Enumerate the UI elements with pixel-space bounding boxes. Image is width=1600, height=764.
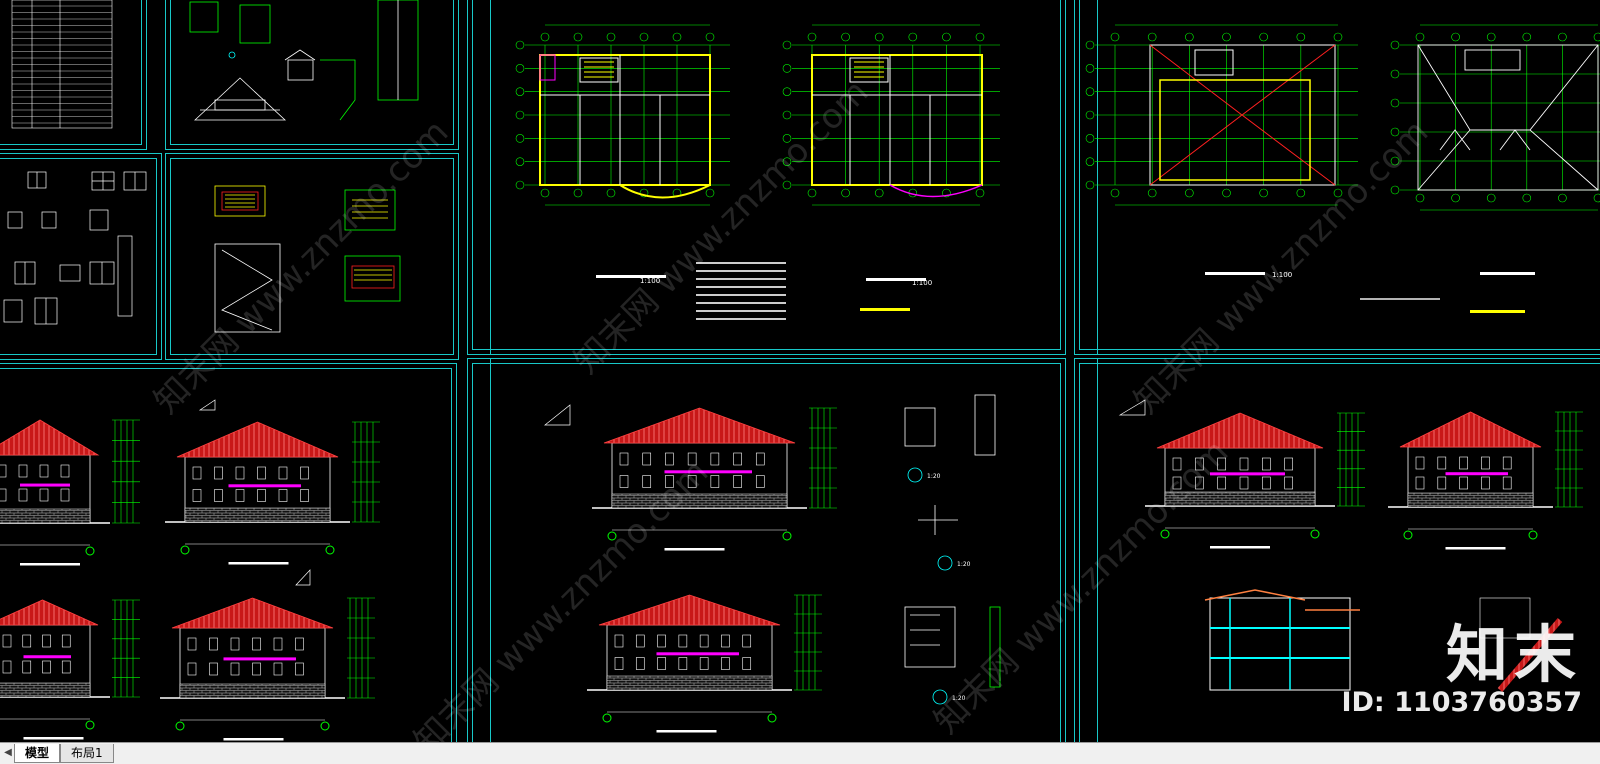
layout-tab-bar: ◀ 模型 布局1 (0, 742, 1600, 764)
detail-1-label: 1:20 (927, 473, 941, 480)
elevation (0, 419, 140, 566)
floor-plan-notes (596, 262, 926, 320)
plan2-scale-label: 1:100 (912, 279, 932, 287)
roof-plan-2 (1390, 24, 1600, 211)
elevation-drawings (0, 399, 1583, 741)
cad-drawing: 1:100 1:100 1:100 (0, 0, 1600, 741)
site-watermark: 知末 ID: 1103760357 (1341, 622, 1582, 718)
detail-drawings-middle (904, 394, 1001, 705)
building-section (1204, 589, 1563, 692)
floor-plan-1 (515, 24, 730, 206)
detail-3-label: 1:20 (952, 695, 966, 702)
elevation (592, 407, 837, 551)
elevation (0, 599, 140, 740)
elevation (1388, 411, 1583, 550)
sheet-frame-elevations-left (0, 363, 457, 742)
elevation (160, 597, 375, 741)
roof-scale-label: 1:100 (1272, 271, 1292, 279)
plan1-scale-label: 1:100 (640, 277, 660, 285)
window-details (3, 171, 147, 325)
sheet-frame-windows (0, 153, 162, 360)
sheet-frame-details-top (165, 0, 459, 150)
elevation (165, 421, 380, 565)
sheet-frame-stairs (165, 153, 459, 360)
sheet-frame-floor-plans (467, 0, 1066, 355)
detail-2-label: 1:20 (957, 561, 971, 568)
floor-plan-2 (782, 24, 1000, 206)
cad-model-viewport[interactable]: 1:100 1:100 1:100 (0, 0, 1600, 742)
tab-model[interactable]: 模型 (14, 744, 61, 763)
tab-scroll-left-icon[interactable]: ◀ (4, 747, 12, 758)
sheet-frame-roof-plans (1074, 0, 1600, 355)
sheet-frame-elevations-middle (467, 358, 1066, 742)
sheet-frame-table (0, 0, 147, 150)
elevation (587, 594, 822, 733)
watermark-logo: 知末 (1445, 618, 1582, 691)
sheet-frame-elevations-right (1074, 358, 1600, 742)
tab-layout-1[interactable]: 布局1 (60, 744, 114, 763)
stair-details (214, 185, 401, 333)
schedule-table (11, 0, 113, 129)
roof-plan-1 (1085, 24, 1358, 206)
detail-drawings-top (189, 0, 419, 121)
watermark-id: ID: 1103760357 (1341, 687, 1582, 718)
elevation (1145, 412, 1365, 549)
